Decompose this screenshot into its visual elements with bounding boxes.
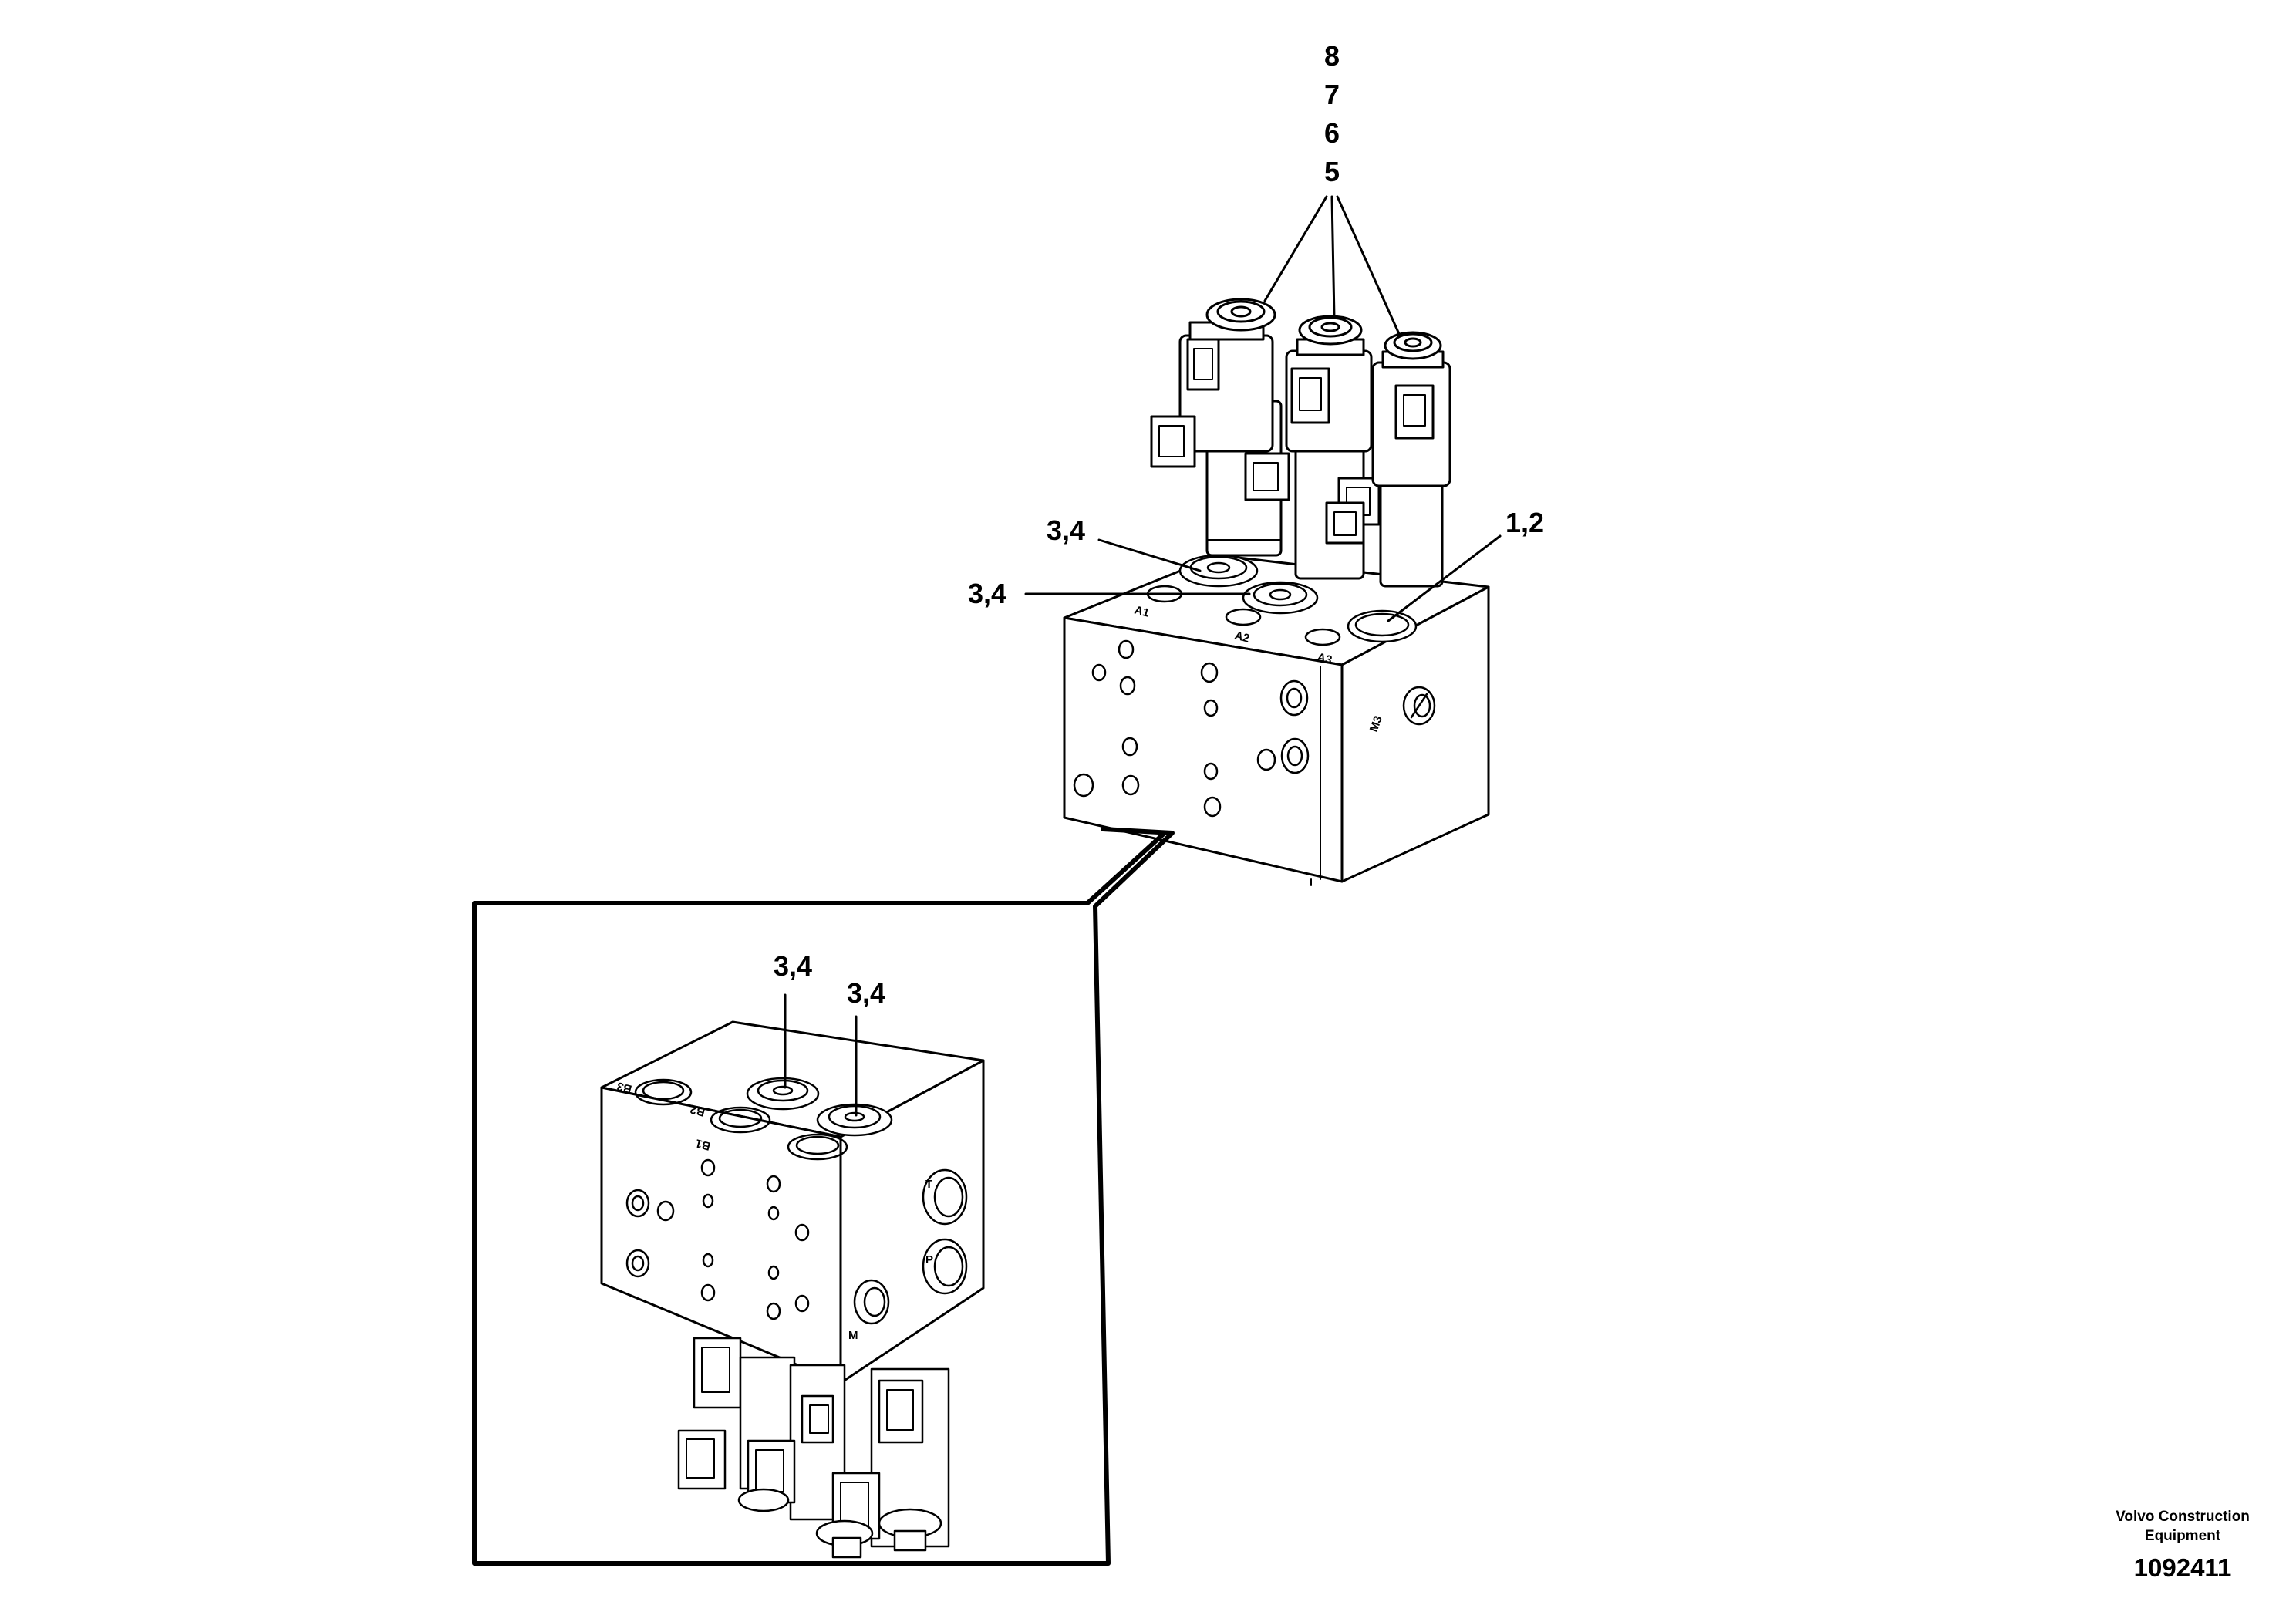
- port-mark-p: P: [925, 1253, 933, 1266]
- port-mark-a1: A1: [1133, 603, 1151, 619]
- footer-company-line-2: Equipment: [2144, 1528, 2221, 1544]
- solenoid-valve-left: [1150, 298, 1290, 557]
- callout-5: 5: [1324, 156, 1340, 187]
- callout-7: 7: [1324, 79, 1340, 110]
- drawing-number: 1092411: [2133, 1553, 2232, 1582]
- main-block-top-ports: [1146, 554, 1418, 646]
- footer-company-line-1: Volvo Construction: [2116, 1509, 2250, 1525]
- callout-3-4-lower: 3,4: [968, 578, 1006, 609]
- port-mark-t: T: [925, 1178, 932, 1191]
- valve-block-detail: [600, 1020, 985, 1384]
- callout-1-2: 1,2: [1505, 507, 1544, 538]
- detail-view-frame: [472, 827, 1175, 1566]
- port-mark-a3: A3: [1316, 650, 1333, 666]
- port-mark-m3: M3: [1367, 714, 1385, 733]
- callout-detail-3-4-left: 3,4: [774, 950, 812, 982]
- leader-lines-detail: [784, 993, 858, 1117]
- port-mark-b1: B1: [694, 1136, 712, 1152]
- port-mark-b2: B2: [689, 1102, 706, 1118]
- port-mark-b3: B3: [615, 1079, 633, 1095]
- detail-solenoids: [677, 1337, 950, 1559]
- callout-detail-3-4-right: 3,4: [847, 977, 885, 1009]
- callout-3-4-upper: 3,4: [1047, 514, 1085, 546]
- port-mark-m: M: [848, 1329, 858, 1342]
- port-mark-a2: A2: [1233, 629, 1251, 645]
- callout-8: 8: [1324, 40, 1340, 72]
- solenoid-valve-middle: [1285, 315, 1381, 580]
- leader-lines-main: [1024, 195, 1502, 622]
- callout-6: 6: [1324, 117, 1340, 149]
- solenoid-valve-right: [1325, 331, 1451, 588]
